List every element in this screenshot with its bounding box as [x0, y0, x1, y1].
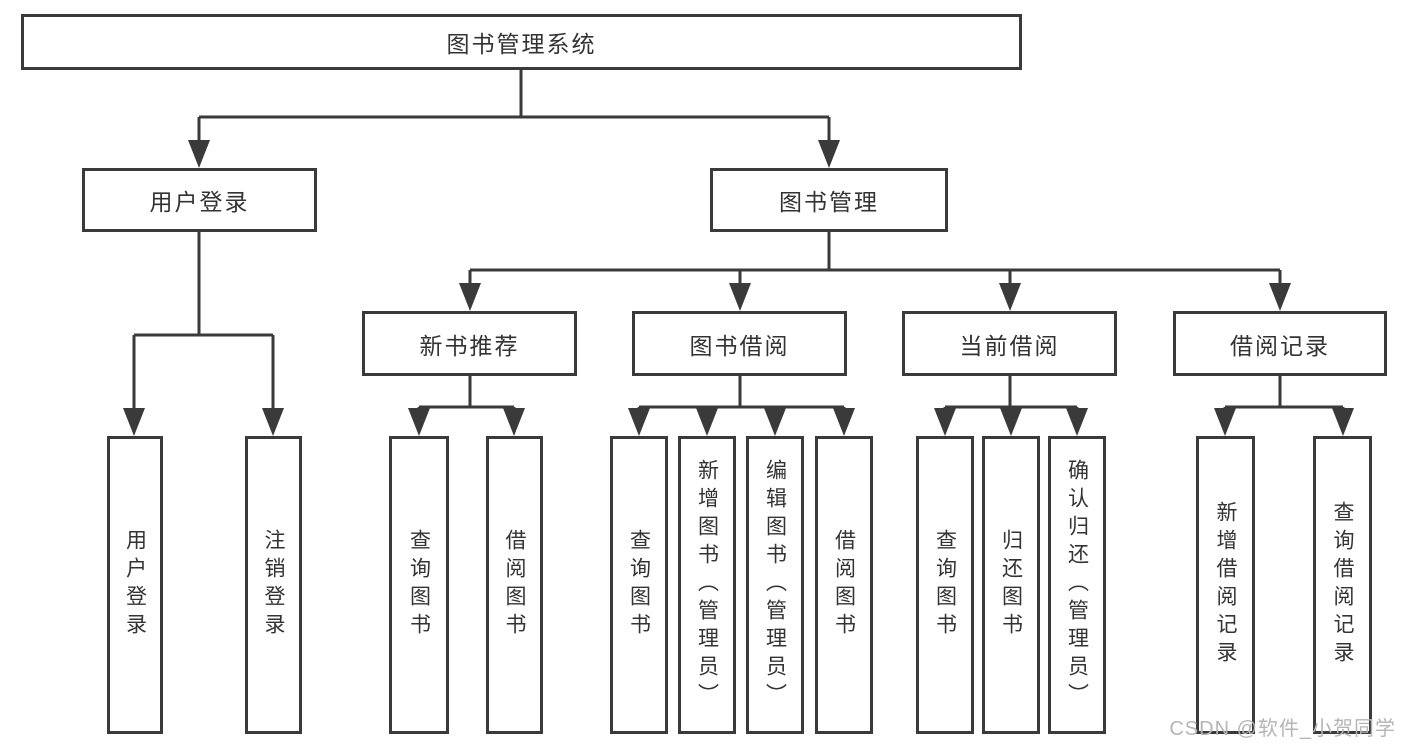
- node-current-borrowing: 当前借阅: [902, 311, 1117, 376]
- node-book-management: 图书管理: [710, 168, 948, 232]
- leaf-label: 查询图书: [627, 529, 651, 641]
- node-user-login: 用户登录: [82, 168, 317, 232]
- leaf-borrow-books: 借阅图书: [815, 436, 873, 734]
- leaf-label: 新增借阅记录: [1214, 501, 1237, 669]
- leaf-label: 新增图书（管理员）: [695, 459, 719, 711]
- leaf-label: 查询图书: [933, 529, 957, 641]
- node-borrow-records: 借阅记录: [1173, 311, 1387, 376]
- leaf-label: 注销登录: [262, 529, 285, 641]
- leaf-query-books-recommend: 查询图书: [389, 436, 449, 734]
- leaf-query-books-borrow: 查询图书: [610, 436, 668, 734]
- leaf-edit-book-admin: 编辑图书（管理员）: [746, 436, 804, 734]
- leaf-label: 查询图书: [407, 529, 431, 641]
- node-label: 新书推荐: [419, 332, 520, 359]
- leaf-label: 用户登录: [123, 529, 147, 641]
- node-label: 图书管理系统: [446, 31, 597, 57]
- leaf-label: 借阅图书: [832, 529, 856, 641]
- leaf-label: 确认归还（管理员）: [1065, 459, 1089, 711]
- node-label: 图书管理: [779, 189, 879, 215]
- csdn-watermark: CSDN @软件_小贺同学: [1169, 718, 1396, 740]
- node-label: 用户登录: [149, 189, 250, 215]
- node-label: 借阅记录: [1230, 332, 1330, 359]
- leaf-logout: 注销登录: [245, 436, 302, 734]
- leaf-borrow-books-recommend: 借阅图书: [486, 436, 543, 734]
- node-label: 当前借阅: [959, 332, 1060, 359]
- leaf-label: 借阅图书: [503, 529, 526, 641]
- node-library-system: 图书管理系统: [21, 14, 1022, 70]
- leaf-return-book: 归还图书: [982, 436, 1040, 734]
- node-book-borrowing: 图书借阅: [632, 311, 847, 376]
- leaf-user-login: 用户登录: [107, 436, 163, 734]
- node-label: 图书借阅: [689, 332, 790, 359]
- leaf-label: 查询借阅记录: [1331, 501, 1354, 669]
- leaf-confirm-return-admin: 确认归还（管理员）: [1048, 436, 1106, 734]
- leaf-add-book-admin: 新增图书（管理员）: [678, 436, 736, 734]
- leaf-query-books-current: 查询图书: [916, 436, 974, 734]
- arrowheads: [123, 140, 1354, 436]
- leaf-label: 归还图书: [999, 529, 1023, 641]
- leaf-query-borrow-record: 查询借阅记录: [1313, 436, 1372, 734]
- leaf-label: 编辑图书（管理员）: [763, 459, 787, 711]
- node-new-book-recommend: 新书推荐: [362, 311, 577, 376]
- leaf-add-borrow-record: 新增借阅记录: [1196, 436, 1255, 734]
